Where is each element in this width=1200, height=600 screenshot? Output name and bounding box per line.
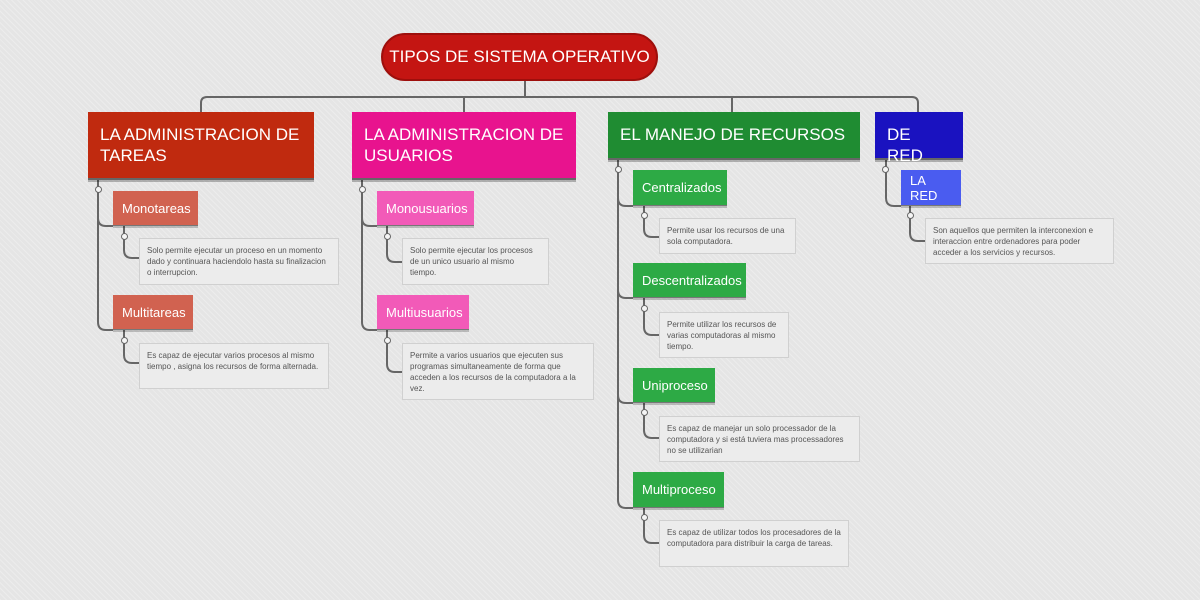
subtopic-label: Monousuarios [386,200,468,216]
collapse-toggle[interactable] [95,186,102,193]
note-descentralizados: Permite utilizar los recursos de varias … [659,312,789,358]
collapse-toggle[interactable] [121,337,128,344]
topic-label: LA ADMINISTRACION DE TAREAS [100,125,300,165]
note-multitareas: Es capaz de ejecutar varios procesos al … [139,343,329,389]
collapse-toggle[interactable] [641,514,648,521]
note-monotareas: Solo permite ejecutar un proceso en un m… [139,238,339,285]
note-text: Permite a varios usuarios que ejecuten s… [410,351,576,393]
note-text: Son aquellos que permiten la interconexi… [933,226,1094,257]
collapse-toggle[interactable] [615,166,622,173]
note-la-red: Son aquellos que permiten la interconexi… [925,218,1114,264]
note-text: Es capaz de ejecutar varios procesos al … [147,351,319,371]
collapse-toggle[interactable] [641,409,648,416]
note-multiusuarios: Permite a varios usuarios que ejecuten s… [402,343,594,400]
subtopic-label: Monotareas [122,200,191,216]
subtopic-multitareas[interactable]: Multitareas [113,295,193,330]
topic-manejo-recursos[interactable]: EL MANEJO DE RECURSOS [608,112,860,160]
note-uniproceso: Es capaz de manejar un solo processador … [659,416,860,462]
topic-label: DE RED [887,125,923,165]
collapse-toggle[interactable] [907,212,914,219]
subtopic-multiproceso[interactable]: Multiproceso [633,472,724,508]
subtopic-monousuarios[interactable]: Monousuarios [377,191,474,226]
subtopic-multiusuarios[interactable]: Multiusuarios [377,295,469,330]
note-text: Permite usar los recursos de una sola co… [667,226,785,246]
collapse-toggle[interactable] [359,186,366,193]
note-text: Es capaz de utilizar todos los procesado… [667,528,841,548]
note-multiproceso: Es capaz de utilizar todos los procesado… [659,520,849,567]
collapse-toggle[interactable] [384,337,391,344]
note-text: Solo permite ejecutar los procesos de un… [410,246,533,277]
subtopic-label: LA RED [910,172,938,203]
subtopic-la-red[interactable]: LA RED [901,170,961,206]
subtopic-centralizados[interactable]: Centralizados [633,170,727,206]
note-centralizados: Permite usar los recursos de una sola co… [659,218,796,254]
subtopic-descentralizados[interactable]: Descentralizados [633,263,746,298]
collapse-toggle[interactable] [641,212,648,219]
topic-de-red[interactable]: DE RED [875,112,963,165]
subtopic-label: Multiusuarios [386,304,463,320]
subtopic-label: Uniproceso [642,377,708,393]
topic-label: EL MANEJO DE RECURSOS [620,125,846,144]
note-monousuarios: Solo permite ejecutar los procesos de un… [402,238,549,285]
subtopic-label: Centralizados [642,180,722,195]
topic-administracion-tareas[interactable]: LA ADMINISTRACION DE TAREAS [88,112,314,180]
subtopic-label: Descentralizados [642,272,742,288]
subtopic-label: Multitareas [122,304,186,320]
collapse-toggle[interactable] [384,233,391,240]
subtopic-monotareas[interactable]: Monotareas [113,191,198,226]
note-text: Permite utilizar los recursos de varias … [667,320,777,351]
collapse-toggle[interactable] [121,233,128,240]
collapse-toggle[interactable] [641,305,648,312]
subtopic-uniproceso[interactable]: Uniproceso [633,368,715,403]
root-topic[interactable]: TIPOS DE SISTEMA OPERATIVO [381,33,658,81]
root-topic-label: TIPOS DE SISTEMA OPERATIVO [389,47,650,66]
collapse-toggle[interactable] [882,166,889,173]
topic-administracion-usuarios[interactable]: LA ADMINISTRACION DE USUARIOS [352,112,576,180]
note-text: Solo permite ejecutar un proceso en un m… [147,246,326,277]
note-text: Es capaz de manejar un solo processador … [667,424,844,455]
subtopic-label: Multiproceso [642,482,716,497]
topic-label: LA ADMINISTRACION DE USUARIOS [364,125,564,165]
